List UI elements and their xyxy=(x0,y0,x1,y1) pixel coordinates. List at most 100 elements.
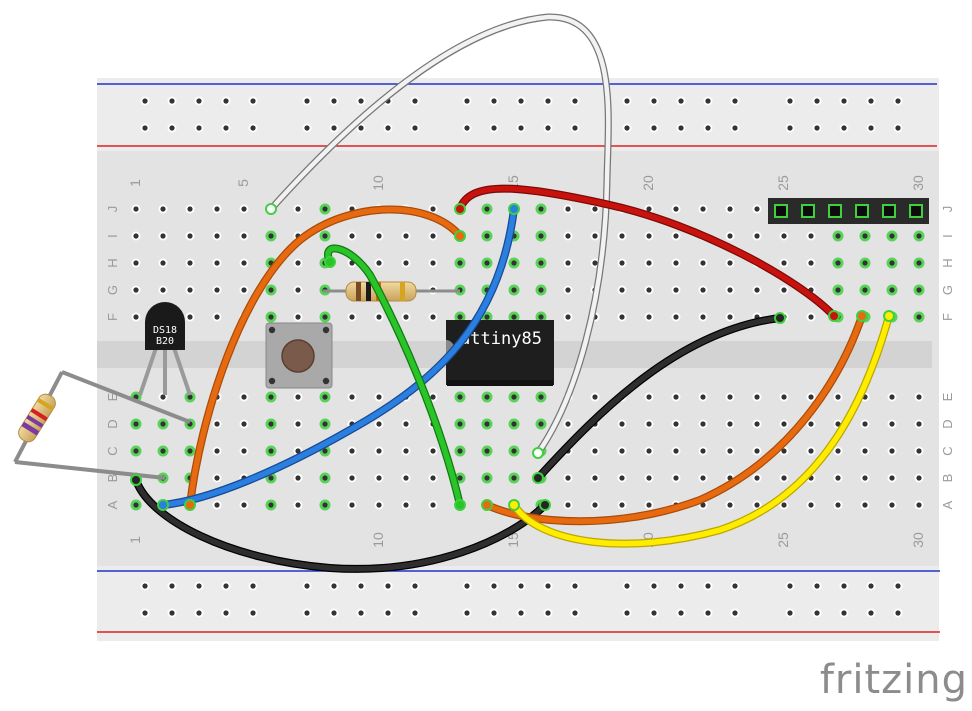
wire-end xyxy=(828,310,840,322)
breadboard-hole xyxy=(481,418,493,430)
row-letter: G xyxy=(940,285,955,295)
breadboard-hole xyxy=(698,312,708,322)
column-number-bottom: 1 xyxy=(127,536,143,544)
breadboard-hole xyxy=(508,257,520,269)
breadboard-hole xyxy=(698,446,708,456)
rail-hole xyxy=(489,123,499,133)
breadboard-hole xyxy=(725,446,735,456)
rail-hole xyxy=(516,96,526,106)
rail-hole xyxy=(489,581,499,591)
row-letter: F xyxy=(940,313,955,321)
breadboard-hole xyxy=(698,392,708,402)
breadboard-hole xyxy=(374,312,384,322)
rail-hole xyxy=(893,123,903,133)
rail-hole xyxy=(167,608,177,618)
breadboard-hole xyxy=(563,285,573,295)
breadboard-hole xyxy=(644,419,654,429)
breadboard-hole xyxy=(265,284,277,296)
breadboard-hole xyxy=(913,311,925,323)
breadboard-hole xyxy=(752,285,762,295)
breadboard-hole xyxy=(563,258,573,268)
breadboard-hole xyxy=(265,311,277,323)
breadboard-hole xyxy=(239,500,249,510)
breadboard-hole xyxy=(752,500,762,510)
rail-hole xyxy=(893,96,903,106)
rail-hole xyxy=(730,96,740,106)
push-button[interactable] xyxy=(265,322,333,389)
breadboard-hole xyxy=(590,392,600,402)
rail-hole xyxy=(703,96,713,106)
breadboard-hole xyxy=(617,258,627,268)
breadboard-hole xyxy=(806,392,816,402)
breadboard-hole xyxy=(401,258,411,268)
rail-hole xyxy=(194,581,204,591)
rail-hole xyxy=(410,123,420,133)
wire-end xyxy=(508,499,520,511)
breadboard-hole xyxy=(265,391,277,403)
fritzing-logo: fritzing xyxy=(819,657,968,703)
breadboard-hole xyxy=(265,418,277,430)
breadboard-hole xyxy=(212,258,222,268)
breadboard-hole xyxy=(293,473,303,483)
push-button-cap[interactable] xyxy=(281,339,315,373)
breadboard-hole xyxy=(535,311,547,323)
breadboard-hole xyxy=(590,500,600,510)
sensor-label-1: DS18 xyxy=(153,325,177,336)
rail-hole xyxy=(516,608,526,618)
breadboard-hole xyxy=(265,230,277,242)
rail-hole xyxy=(785,608,795,618)
breadboard-hole xyxy=(725,419,735,429)
breadboard-hole xyxy=(590,204,600,214)
breadboard-hole xyxy=(508,445,520,457)
breadboard-hole xyxy=(725,204,735,214)
breadboard-hole xyxy=(887,500,897,510)
rail-hole xyxy=(248,608,258,618)
wire-end xyxy=(130,474,142,486)
breadboard-hole xyxy=(617,446,627,456)
breadboard-hole xyxy=(454,311,466,323)
breadboard-hole xyxy=(563,419,573,429)
breadboard-hole xyxy=(319,230,331,242)
rail-hole xyxy=(248,96,258,106)
wire-end xyxy=(454,203,466,215)
breadboard-hole xyxy=(859,257,871,269)
breadboard-hole xyxy=(860,473,870,483)
breadboard-hole xyxy=(239,392,249,402)
rail-hole xyxy=(462,96,472,106)
row-letter: F xyxy=(105,313,120,321)
rail-hole xyxy=(167,96,177,106)
breadboard-hole xyxy=(131,204,141,214)
chip-label: attiny85 xyxy=(460,329,542,349)
row-letter: A xyxy=(105,500,120,509)
breadboard-hole xyxy=(725,500,735,510)
breadboard-hole xyxy=(401,312,411,322)
breadboard-hole xyxy=(481,203,493,215)
breadboard-hole xyxy=(293,204,303,214)
breadboard-hole xyxy=(671,419,681,429)
breadboard-hole xyxy=(157,445,169,457)
rail-hole xyxy=(383,608,393,618)
breadboard-hole xyxy=(644,446,654,456)
breadboard-hole xyxy=(644,285,654,295)
rail-hole xyxy=(329,608,339,618)
breadboard-hole xyxy=(725,392,735,402)
breadboard-hole xyxy=(617,285,627,295)
breadboard-hole xyxy=(833,392,843,402)
breadboard-hole xyxy=(563,204,573,214)
breadboard-hole xyxy=(158,231,168,241)
rail-hole xyxy=(570,581,580,591)
breadboard-hole xyxy=(374,473,384,483)
wire-end xyxy=(539,499,551,511)
rail-hole xyxy=(622,123,632,133)
rail-hole xyxy=(570,96,580,106)
rail-hole xyxy=(140,123,150,133)
breadboard-hole xyxy=(428,258,438,268)
wire-end xyxy=(883,310,895,322)
rail-hole xyxy=(410,581,420,591)
rail-hole xyxy=(356,96,366,106)
breadboard-hole xyxy=(157,418,169,430)
breadboard-hole xyxy=(590,231,600,241)
breadboard-hole xyxy=(887,473,897,483)
header-pin xyxy=(882,204,896,218)
breadboard-hole xyxy=(563,500,573,510)
